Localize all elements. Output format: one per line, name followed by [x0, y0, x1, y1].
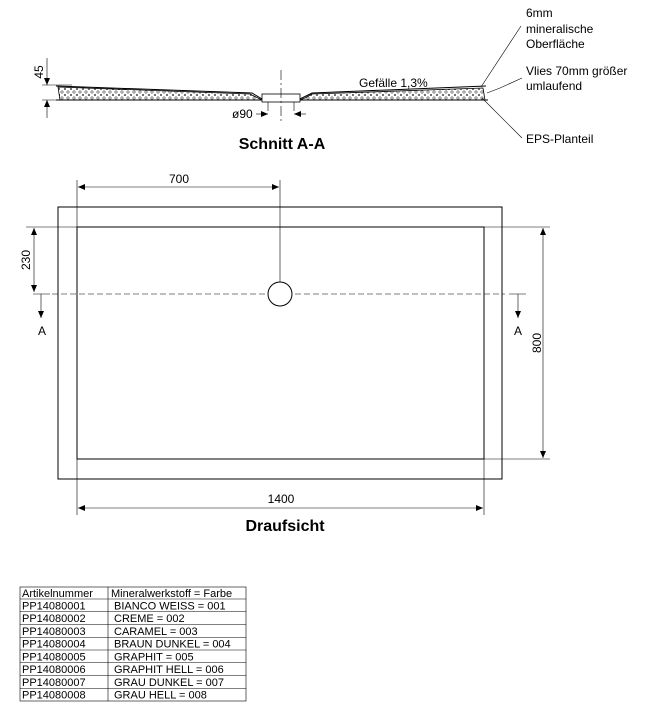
tray-surface-right [299, 85, 487, 100]
table-cell-article: PP14080002 [22, 613, 86, 625]
callout-eps: EPS-Planteil [526, 132, 593, 146]
callout-leader-surface [480, 25, 522, 88]
table-cell-color: GRAU DUNKEL = 007 [114, 677, 224, 689]
tray-surface-left [55, 85, 263, 100]
plan-title: Draufsicht [245, 518, 325, 535]
table-cell-color: BIANCO WEISS = 001 [114, 600, 226, 612]
section-marker-right-label: A [514, 324, 522, 338]
callout-surface-line3: Oberfläche [526, 37, 585, 51]
dim-230-label: 230 [19, 250, 33, 270]
dim-700-label: 700 [169, 172, 189, 186]
table-cell-article: PP14080001 [22, 600, 86, 612]
drain-circle [267, 281, 293, 307]
table-cell-article: PP14080006 [22, 664, 86, 676]
callout-leader-fleece [486, 77, 523, 94]
table-cell-color: CARAMEL = 003 [114, 626, 198, 638]
callout-surface-line1: 6mm [526, 6, 553, 20]
table-header-color: Mineralwerkstoff = Farbe [111, 588, 232, 600]
article-table: Artikelnummer Mineralwerkstoff = Farbe P… [19, 586, 247, 702]
tray-body-left [57, 86, 263, 101]
table-cell-color: GRAPHIT = 005 [114, 651, 194, 663]
dim-800-label: 800 [530, 333, 544, 353]
callout-leader-eps [481, 97, 523, 139]
plan-view: 700 230 A A 800 1400 Draufsicht [19, 172, 550, 535]
callout-surface-line2: mineralische [526, 22, 594, 36]
height-dim-label: 45 [32, 65, 46, 79]
slope-label: Gefälle 1,3% [359, 76, 428, 90]
tray-outline-inner [76, 226, 485, 460]
callout-fleece-line2: umlaufend [526, 79, 582, 93]
callout-fleece-line1: Vlies 70mm größer [526, 64, 627, 78]
section-title: Schnitt A-A [239, 136, 326, 153]
drain-dim-label: ø90 [232, 107, 253, 121]
table-header-article: Artikelnummer [22, 588, 93, 600]
table-cell-color: GRAU HELL = 008 [114, 690, 207, 702]
table-cell-color: GRAPHIT HELL = 006 [114, 664, 224, 676]
table-cell-article: PP14080007 [22, 677, 86, 689]
table-border [19, 586, 247, 702]
table-cell-article: PP14080005 [22, 651, 86, 663]
table-cell-article: PP14080008 [22, 690, 86, 702]
table-cell-color: CREME = 002 [114, 613, 185, 625]
dim-1400-label: 1400 [268, 492, 295, 506]
section-marker-left-label: A [38, 324, 46, 338]
tray-outline-outer [57, 206, 503, 480]
table-cell-article: PP14080003 [22, 626, 86, 638]
table-cell-article: PP14080004 [22, 639, 86, 651]
section-view: 45 ø90 Gefälle 1,3% 6mm mineralische Obe… [32, 6, 627, 153]
table-cell-color: BRAUN DUNKEL = 004 [114, 639, 231, 651]
